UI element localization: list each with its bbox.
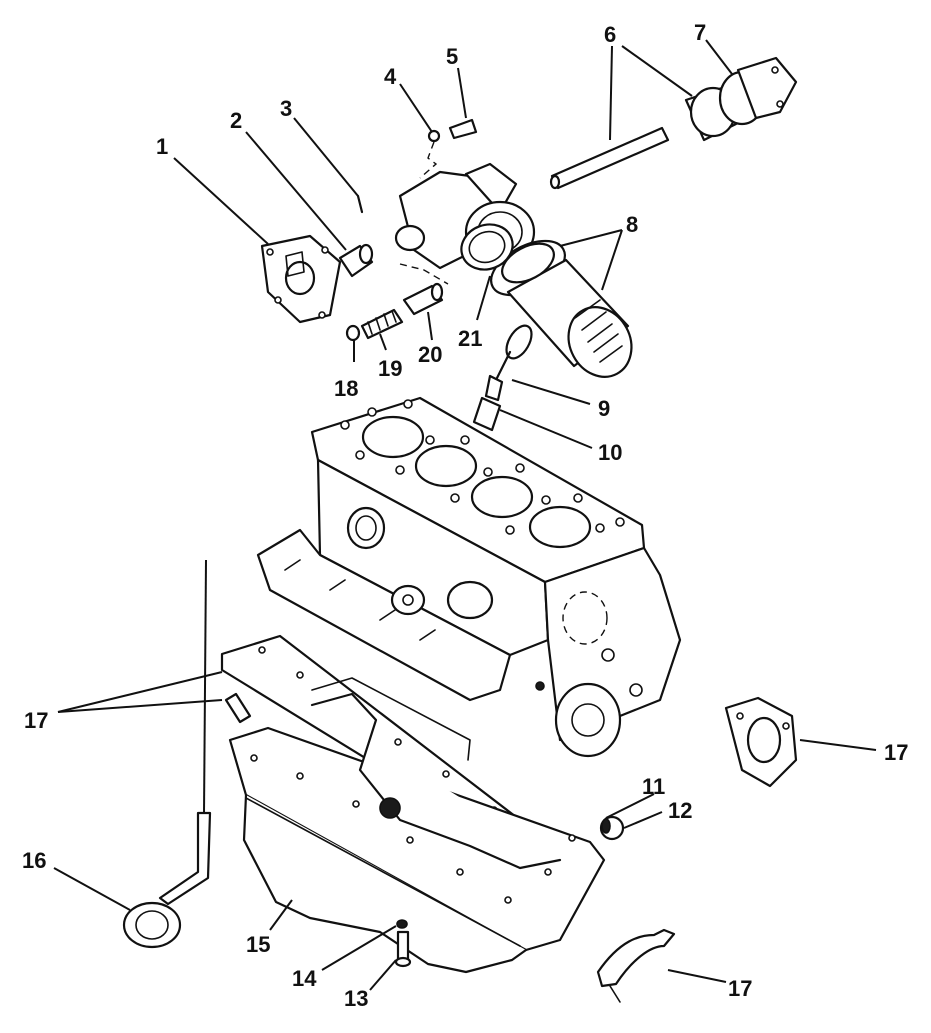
callout-1: 1 bbox=[156, 134, 168, 159]
callout-10: 10 bbox=[598, 440, 622, 465]
oil-pickup-16 bbox=[122, 559, 212, 949]
callout-16: 16 bbox=[22, 848, 46, 873]
leader-lines bbox=[53, 39, 877, 991]
callout-21: 21 bbox=[458, 326, 482, 351]
pressure-relief-valve-2 bbox=[338, 243, 374, 278]
callout-5: 5 bbox=[446, 44, 458, 69]
deck-bolt-holes bbox=[340, 399, 625, 535]
plug-11-12 bbox=[599, 815, 625, 841]
callout-6: 6 bbox=[604, 22, 616, 47]
callout-11: 11 bbox=[642, 774, 665, 799]
relief-spring-19-plunger-20-washer-18 bbox=[345, 263, 449, 342]
callout-15: 15 bbox=[246, 932, 270, 957]
callout-17-bottom: 17 bbox=[728, 976, 752, 1001]
callout-12: 12 bbox=[668, 798, 692, 823]
gasket-21 bbox=[460, 223, 555, 284]
drain-plug-13-washer-14 bbox=[394, 919, 412, 968]
callout-4: 4 bbox=[384, 64, 397, 89]
engine-block bbox=[256, 396, 682, 758]
rear-seal-17 bbox=[596, 928, 676, 1003]
callout-19: 19 bbox=[378, 356, 402, 381]
callout-7: 7 bbox=[694, 20, 706, 45]
callout-17-right: 17 bbox=[884, 740, 908, 765]
callout-13: 13 bbox=[344, 986, 368, 1011]
callout-9: 9 bbox=[598, 396, 610, 421]
callout-8: 8 bbox=[626, 212, 638, 237]
oil-pump-shaft-6 bbox=[549, 86, 738, 190]
oil-pan-15 bbox=[228, 677, 606, 974]
callout-labels: 1 2 3 4 5 6 7 8 9 10 11 12 13 14 15 16 1… bbox=[22, 20, 908, 1011]
callout-3: 3 bbox=[280, 96, 292, 121]
pump-cover-7 bbox=[718, 56, 798, 126]
callout-20: 20 bbox=[418, 342, 442, 367]
callout-17-left: 17 bbox=[24, 708, 48, 733]
pin-3 bbox=[356, 194, 364, 214]
washer-4-and-bolt-5 bbox=[419, 118, 478, 179]
dipstick-9-tube-10 bbox=[472, 324, 533, 432]
oil-pump-cover-1 bbox=[260, 234, 342, 324]
callout-2: 2 bbox=[230, 108, 242, 133]
callout-18: 18 bbox=[334, 376, 358, 401]
gasket-seal-right-17 bbox=[724, 696, 798, 788]
callout-14: 14 bbox=[292, 966, 317, 991]
